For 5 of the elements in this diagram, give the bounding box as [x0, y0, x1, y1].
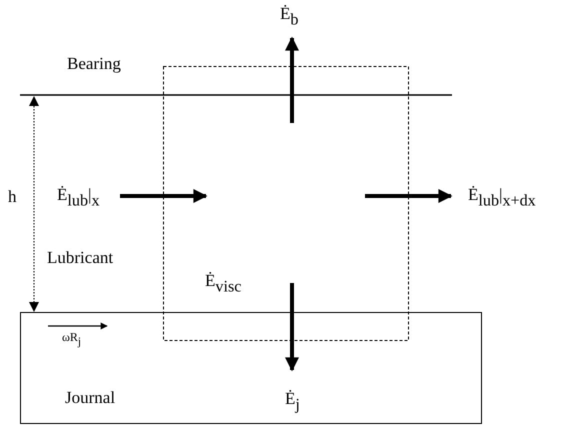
part-label: Bearing: [67, 55, 121, 74]
journal-block: [20, 312, 482, 424]
block-label: Journal: [65, 389, 116, 408]
part-label: Lubricant: [47, 249, 114, 268]
dimension-label: h: [8, 188, 16, 207]
